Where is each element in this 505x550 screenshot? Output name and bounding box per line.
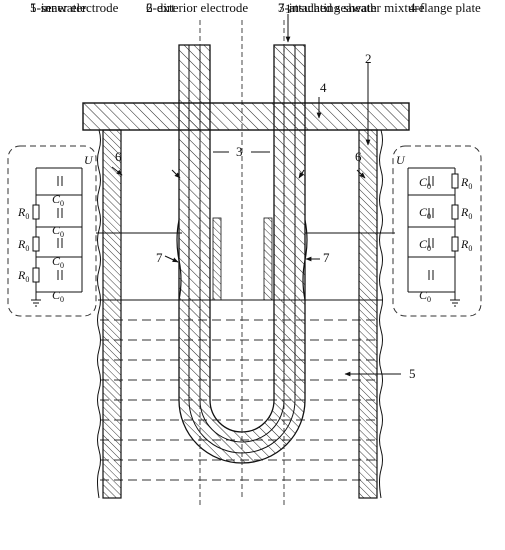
label-1: 1 [285, 1, 292, 16]
right-equivalent-circuit: U R0 R0 R0 C0 C0 C0 C0 [392, 145, 482, 317]
label-7-right: 7 [323, 250, 330, 265]
svg-text:C0: C0 [419, 205, 431, 221]
svg-text:C0: C0 [419, 175, 431, 191]
label-5: 5 [409, 366, 416, 381]
svg-text:C0: C0 [52, 288, 64, 304]
svg-text:R0: R0 [17, 205, 29, 221]
legend-insulating-sheath: 3-insulating sheath [278, 0, 377, 15]
svg-text:R0: R0 [460, 175, 472, 191]
svg-text:R0: R0 [17, 268, 29, 284]
part-numbers: 1 2 3 4 5 6 6 7 7 [115, 1, 416, 381]
u-tube [178, 44, 306, 464]
label-2: 2 [365, 51, 372, 66]
electrode-diagram: 1 2 3 4 5 6 6 7 7 [7, 1, 482, 505]
svg-text:C0: C0 [419, 288, 431, 304]
svg-text:R0: R0 [460, 205, 472, 221]
center-lines [199, 20, 285, 505]
svg-text:R0: R0 [460, 237, 472, 253]
svg-text:C0: C0 [52, 223, 64, 239]
legend-dirt: 6-dirt [146, 0, 175, 15]
attached-mixture [176, 217, 308, 301]
legend-inner-electrode: 1-inner electrode [30, 0, 119, 15]
leader-lines [96, 14, 401, 377]
right-u: U [396, 153, 406, 167]
flange-plate [82, 102, 410, 131]
legend-exterior-electrode: 2-exterior electrode [146, 0, 249, 15]
label-3: 3 [236, 144, 243, 159]
label-4: 4 [320, 80, 327, 95]
left-equivalent-circuit: U R0 R0 R0 C0 C0 C0 C0 [7, 145, 97, 317]
legend-mixture: 7-attached seawater mixture [278, 0, 425, 15]
legend-seawater: 5-seawater [30, 0, 87, 15]
label-6-right: 6 [355, 149, 362, 164]
svg-text:C0: C0 [52, 254, 64, 270]
svg-text:C0: C0 [419, 237, 431, 253]
svg-text:R0: R0 [17, 237, 29, 253]
left-u: U [84, 153, 94, 167]
label-7-left: 7 [156, 250, 163, 265]
label-6-left: 6 [115, 149, 122, 164]
svg-text:C0: C0 [52, 192, 64, 208]
legend-flange-plate: 4-flange plate [409, 0, 481, 15]
